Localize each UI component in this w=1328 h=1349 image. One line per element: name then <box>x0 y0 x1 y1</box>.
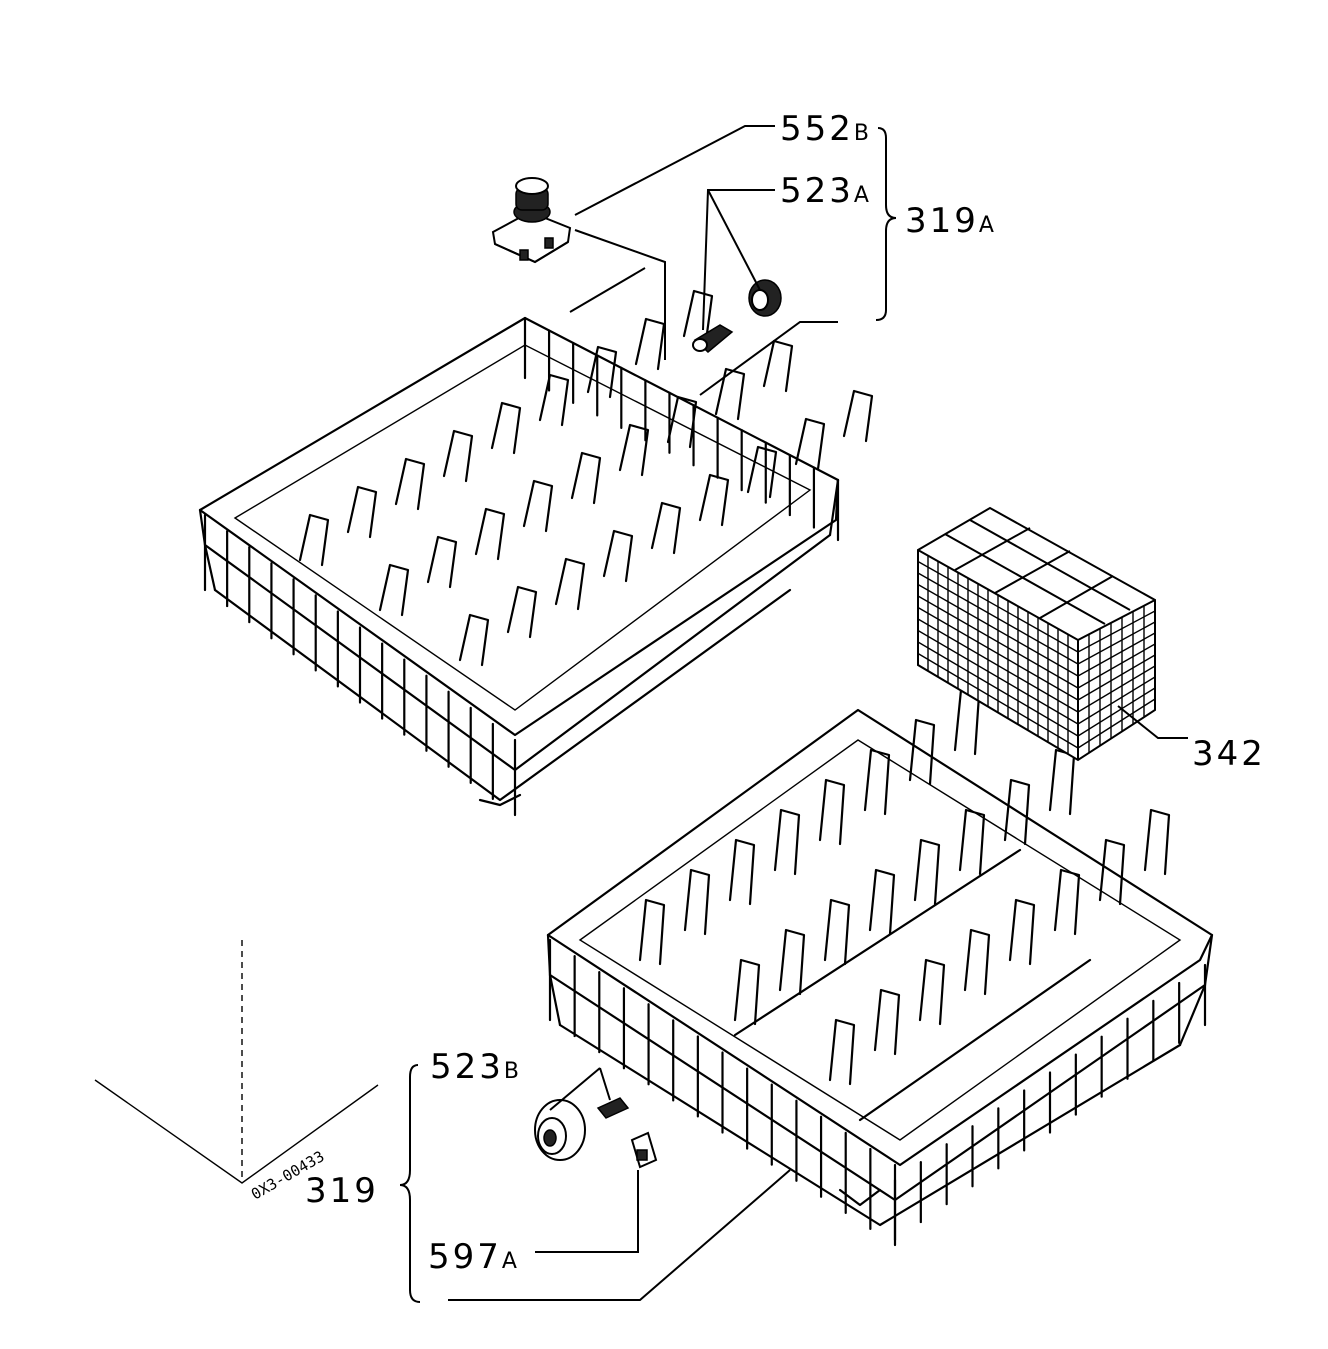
wire <box>1077 665 1156 713</box>
wire <box>1077 643 1156 689</box>
tine <box>586 345 618 399</box>
wire <box>917 606 1079 701</box>
wire <box>1077 610 1156 653</box>
tine <box>682 289 714 343</box>
wire <box>917 618 1079 713</box>
wheel-bracket-552b <box>491 177 572 264</box>
tine <box>490 401 522 455</box>
tine <box>728 838 756 906</box>
svg-text:523A: 523A <box>780 171 870 211</box>
tine <box>394 457 426 511</box>
wire <box>1077 632 1156 677</box>
tine <box>773 808 801 876</box>
tine <box>794 417 826 471</box>
tine <box>638 898 666 966</box>
tine <box>650 501 682 555</box>
wire <box>917 629 1079 725</box>
wire <box>1077 676 1156 725</box>
tine <box>1053 868 1081 936</box>
tine <box>733 958 761 1026</box>
wire <box>1077 698 1156 749</box>
tine <box>346 485 378 539</box>
wire <box>1077 654 1156 701</box>
upper-rack <box>198 289 874 817</box>
wire <box>917 641 1079 737</box>
tine <box>458 613 490 667</box>
tine <box>958 808 986 876</box>
wire <box>917 652 1079 749</box>
svg-text:523B: 523B <box>430 1047 520 1087</box>
tine <box>442 429 474 483</box>
tine <box>426 535 458 589</box>
tine <box>1098 838 1126 906</box>
tine <box>554 557 586 611</box>
cutlery-basket <box>917 506 1156 762</box>
svg-text:342: 342 <box>1192 734 1266 774</box>
tine <box>602 529 634 583</box>
tine <box>762 339 794 393</box>
wheel-523a <box>692 279 782 353</box>
tine <box>746 445 778 499</box>
label-319: 319 <box>305 1171 379 1211</box>
lower-rack <box>546 688 1214 1247</box>
tine <box>873 988 901 1056</box>
tine <box>868 868 896 936</box>
tine <box>1003 778 1031 846</box>
tine <box>538 373 570 427</box>
tine <box>863 748 891 816</box>
tine <box>666 395 698 449</box>
tine <box>913 838 941 906</box>
tine <box>828 1018 856 1086</box>
tine <box>698 473 730 527</box>
tine <box>618 423 650 477</box>
wire <box>917 572 1079 665</box>
tine <box>714 367 746 421</box>
tine <box>842 389 874 443</box>
wire <box>1077 687 1156 737</box>
label-523a: 523A <box>780 171 870 211</box>
tine <box>1008 898 1036 966</box>
tine <box>634 317 666 371</box>
clip-597a <box>630 1131 658 1169</box>
tine <box>570 451 602 505</box>
tine <box>506 585 538 639</box>
tine <box>778 928 806 996</box>
wire <box>917 583 1079 677</box>
svg-text:319: 319 <box>305 1171 379 1211</box>
label-552b: 552B <box>780 109 870 149</box>
svg-text:552B: 552B <box>780 109 870 149</box>
wire <box>1077 621 1156 665</box>
tine <box>963 928 991 996</box>
tine <box>683 868 711 936</box>
tine <box>378 563 410 617</box>
tine <box>918 958 946 1026</box>
wire <box>917 560 1079 653</box>
tine <box>1048 748 1076 816</box>
tine <box>818 778 846 846</box>
svg-text:319A: 319A <box>905 201 995 241</box>
tine <box>298 513 330 567</box>
leader-lines <box>94 125 1188 1303</box>
tine <box>522 479 554 533</box>
tine <box>474 507 506 561</box>
wheel-523b <box>534 1097 630 1161</box>
tine <box>908 718 936 786</box>
label-319a: 319A <box>905 201 995 241</box>
tine <box>823 898 851 966</box>
label-523b: 523B <box>430 1047 520 1087</box>
label-597a: 597A <box>428 1237 518 1277</box>
wire <box>917 595 1079 689</box>
label-342: 342 <box>1192 734 1266 774</box>
tine <box>1143 808 1171 876</box>
svg-text:597A: 597A <box>428 1237 518 1277</box>
